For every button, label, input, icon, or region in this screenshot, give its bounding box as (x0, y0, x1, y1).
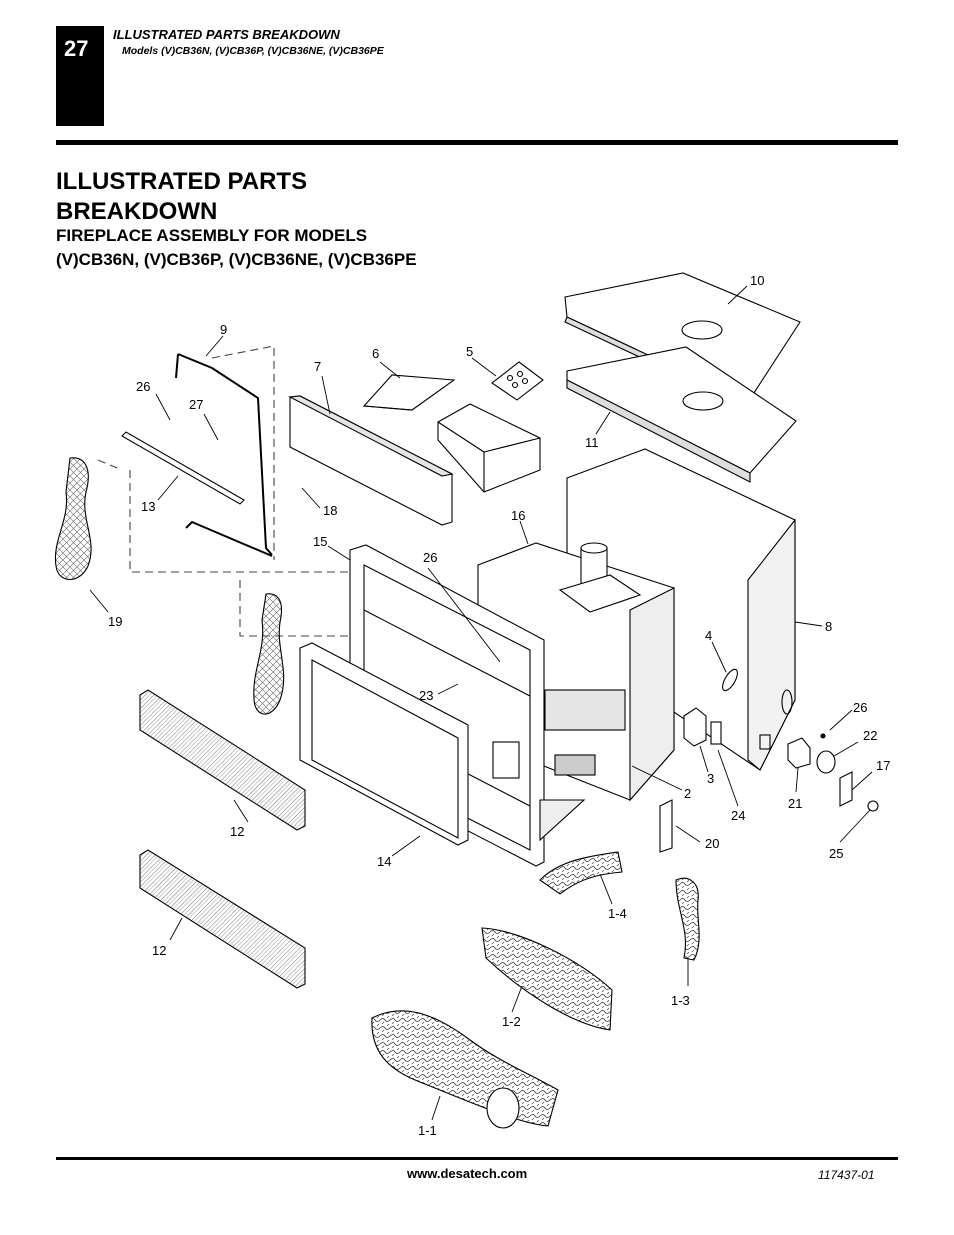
part-24-switch (710, 721, 722, 745)
page-number-tab: 27 (56, 26, 104, 126)
part-17-plate (839, 771, 853, 807)
footer-url: www.desatech.com (407, 1166, 528, 1181)
part-11-top-insulation (566, 346, 797, 483)
callout-leader-lines (89, 285, 873, 1121)
part-13-rod (121, 431, 245, 505)
page-title-line2: BREAKDOWN (56, 198, 218, 225)
part-1-4-log (539, 851, 623, 895)
part-26-screw (820, 733, 826, 739)
header-section-title: ILLUSTRATED PARTS BREAKDOWN (113, 27, 340, 42)
callout-6: 6 (372, 346, 379, 361)
page-subtitle-line2: (V)CB36N, (V)CB36P, (V)CB36NE, (V)CB36PE (56, 250, 417, 269)
page-title: ILLUSTRATED PARTS BREAKDOWN (56, 167, 456, 227)
callout-24: 24 (731, 808, 745, 823)
page-number: 27 (64, 36, 89, 61)
callout-4: 4 (705, 628, 712, 643)
callout-15: 15 (313, 534, 327, 549)
part-14-glass-door (299, 642, 520, 846)
part-22-disk (816, 750, 836, 774)
callout-13: 13 (141, 499, 155, 514)
part-9-bracket (175, 353, 273, 557)
callout-2: 2 (684, 786, 691, 801)
callout-20: 20 (705, 836, 719, 851)
part-12-louver-lower (139, 849, 306, 989)
part-5-plate (491, 361, 544, 401)
callout-26-center: 26 (423, 550, 437, 565)
page-subtitle-line1: FIREPLACE ASSEMBLY FOR MODELS (56, 226, 368, 245)
callout-21: 21 (788, 796, 802, 811)
callout-10: 10 (750, 273, 764, 288)
part-1-1-log (371, 1010, 559, 1127)
callout-5: 5 (466, 344, 473, 359)
callout-1-2: 1-2 (502, 1014, 521, 1029)
callout-7: 7 (314, 359, 321, 374)
callout-9: 9 (220, 322, 227, 337)
callout-1-3: 1-3 (671, 993, 690, 1008)
callout-8: 8 (825, 619, 832, 634)
callout-12-lower: 12 (152, 943, 166, 958)
assembly-guide-lines (97, 345, 348, 637)
callout-16: 16 (511, 508, 525, 523)
page-title-line1: ILLUSTRATED PARTS (56, 168, 308, 195)
callout-17: 17 (876, 758, 890, 773)
part-8-outer-casing (566, 448, 796, 771)
part-6-baffle (362, 374, 456, 411)
callout-11: 11 (585, 435, 599, 450)
callout-26-left: 26 (136, 379, 150, 394)
callout-19: 19 (108, 614, 122, 629)
part-1-1-log-end (486, 1087, 520, 1129)
callout-22: 22 (863, 728, 877, 743)
part-7-header-panel (288, 395, 454, 526)
callout-14: 14 (377, 854, 391, 869)
callout-25: 25 (829, 846, 843, 861)
part-1-3-log (675, 877, 700, 961)
part-25-knob (867, 800, 879, 812)
callout-1-4: 1-4 (608, 906, 627, 921)
footer-rule (56, 1157, 898, 1160)
header-models-line: Models (V)CB36N, (V)CB36P, (V)CB36NE, (V… (122, 45, 384, 57)
part-shield (437, 403, 541, 493)
footer-doc-number: 117437-01 (818, 1168, 875, 1182)
callout-1-1: 1-1 (418, 1123, 437, 1138)
header-rule (56, 140, 898, 145)
part-19-side-panel-b (253, 593, 285, 715)
callout-12-upper: 12 (230, 824, 244, 839)
part-20-bracket (659, 799, 673, 853)
part-12-louver-upper (139, 689, 306, 831)
part-3-box (683, 707, 707, 747)
callout-18: 18 (323, 503, 337, 518)
page-subtitle: FIREPLACE ASSEMBLY FOR MODELS (V)CB36N, … (56, 224, 576, 272)
part-21-block (787, 737, 811, 769)
callout-23: 23 (419, 688, 433, 703)
callout-labels: 10 9 6 5 7 26 27 11 13 18 16 15 26 19 4 … (108, 273, 890, 1138)
callout-3: 3 (707, 771, 714, 786)
part-1-2-log (481, 927, 613, 1031)
callout-26-right: 26 (853, 700, 867, 715)
part-19-side-panel (54, 457, 92, 581)
callout-27: 27 (189, 397, 203, 412)
part-4-gasket (722, 668, 738, 692)
